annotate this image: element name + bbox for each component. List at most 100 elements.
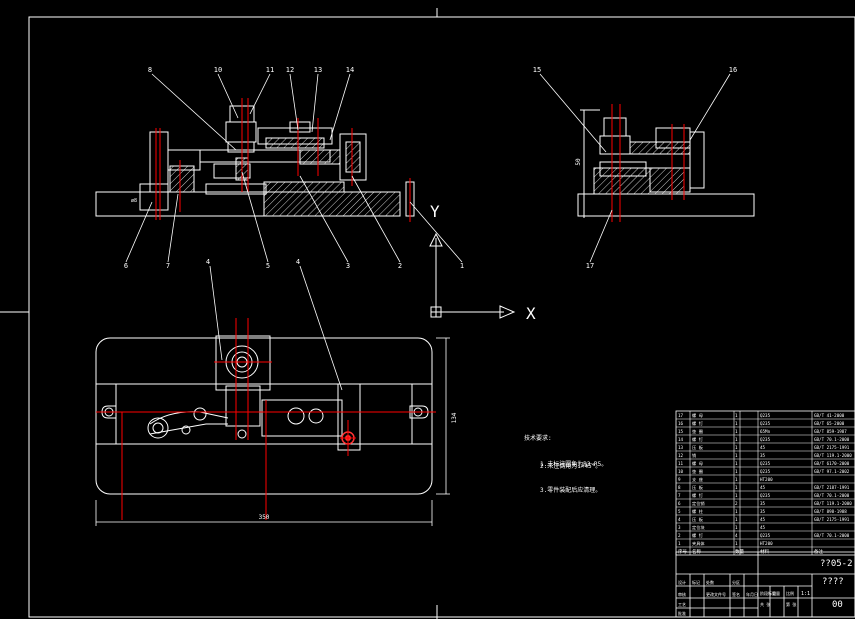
callout-12: 12: [286, 66, 294, 74]
parts-cell-qty: 1: [735, 541, 738, 546]
callout-2: 2: [398, 262, 402, 270]
tb-label-design: 设计: [678, 579, 686, 585]
parts-cell-no: 16: [678, 421, 684, 426]
parts-cell-name: 销: [692, 452, 696, 459]
parts-cell-std: GB/T 119.1-2000: [814, 501, 852, 506]
tb-label-mark: 标记: [692, 579, 700, 585]
plan-view-centerlines: [96, 318, 436, 520]
parts-cell-qty: 1: [735, 453, 738, 458]
parts-cell-std: GB/T 2175-1991: [814, 445, 850, 450]
notes-item-2: 2.未注倒角为1×45°。: [540, 462, 601, 470]
drawing-name: ????: [822, 577, 844, 587]
parts-cell-name: 压 板: [692, 484, 704, 491]
parts-cell-name: 定位块: [692, 524, 705, 531]
parts-cell-std: GB/T 97.1-2002: [814, 469, 850, 474]
parts-cell-no: 5: [678, 509, 681, 514]
callout-1: 1: [460, 262, 464, 270]
parts-cell-no: 15: [678, 429, 684, 434]
parts-cell-name: 螺 母: [692, 460, 703, 467]
tb-label-count: 处数: [706, 579, 714, 585]
notes-item-1: 1.未标注圆角为R3~R5。: [540, 460, 607, 468]
parts-cell-no: 8: [678, 485, 681, 490]
parts-cell-mat: Q235: [760, 493, 771, 498]
parts-cell-mat: Q235: [760, 421, 771, 426]
parts-cell-std: GB/T 859-1987: [814, 429, 847, 434]
axis-labels: X Y: [430, 202, 536, 323]
side-view-callouts: 15 16 17 50: [533, 66, 737, 270]
technical-notes: 技术要求: 1.未标注圆角为R3~R5。 2.未注倒角为1×45°。 3.零件装…: [524, 434, 607, 494]
title-block-text: ??05-2 ???? 1:1 00 设计 审核 工艺 批准 标记 处数 分区 …: [678, 559, 853, 616]
parts-cell-no: 7: [678, 493, 681, 498]
tb-label-page: 第 张: [786, 601, 796, 607]
parts-cell-qty: 1: [735, 437, 738, 442]
tb-label-zone: 分区: [732, 579, 740, 585]
drawing-frame: [0, 8, 855, 619]
side-view-centerlines: [611, 104, 685, 222]
parts-cell-mat: Q235: [760, 413, 771, 418]
parts-cell-name: 螺 钉: [692, 420, 704, 427]
drawing-number: ??05-2: [820, 559, 853, 569]
height-dimension: 134: [451, 412, 458, 423]
tb-label-weight: 重量: [772, 590, 780, 596]
parts-header-no: 序号: [678, 548, 687, 555]
parts-cell-mat: 45: [760, 485, 766, 490]
parts-cell-name: 垫 圈: [692, 468, 703, 475]
parts-cell-no: 10: [678, 469, 684, 474]
parts-cell-qty: 1: [735, 421, 738, 426]
callout-4-left: 4: [206, 258, 210, 266]
parts-cell-no: 4: [678, 517, 681, 522]
parts-cell-qty: 2: [735, 501, 738, 506]
sheet-code: 00: [832, 600, 843, 610]
parts-cell-std: GB/T 70.1-2000: [814, 493, 850, 498]
parts-cell-mat: Q235: [760, 437, 771, 442]
parts-cell-qty: 1: [735, 413, 738, 418]
callout-14: 14: [346, 66, 354, 74]
parts-cell-mat: 35: [760, 509, 766, 514]
parts-cell-no: 9: [678, 477, 681, 482]
parts-cell-qty: 1: [735, 525, 738, 530]
parts-cell-name: 压 板: [692, 516, 704, 523]
parts-cell-no: 17: [678, 413, 684, 418]
front-dimension: ø8: [131, 198, 137, 204]
callout-10: 10: [214, 66, 222, 74]
parts-cell-name: 定位销: [692, 500, 705, 507]
callout-3: 3: [346, 262, 350, 270]
parts-cell-mat: Q235: [760, 469, 771, 474]
tb-label-review: 审核: [678, 591, 686, 597]
parts-header-qty: 数量: [735, 548, 744, 555]
parts-cell-std: GB/T 6170-2000: [814, 461, 850, 466]
parts-cell-qty: 1: [735, 517, 738, 522]
parts-cell-mat: Q235: [760, 461, 771, 466]
drawing-scale: 1:1: [801, 591, 810, 597]
parts-cell-name: 螺 母: [692, 412, 703, 419]
parts-cell-std: GB/T 898-1988: [814, 509, 847, 514]
parts-cell-no: 2: [678, 533, 681, 538]
plan-view-dimensions: [95, 265, 450, 526]
width-dimension: 350: [259, 514, 270, 521]
parts-cell-qty: 1: [735, 477, 738, 482]
parts-cell-qty: 4: [735, 533, 738, 538]
parts-cell-name: 螺 柱: [692, 508, 704, 515]
notes-heading: 技术要求:: [524, 434, 552, 442]
title-block: [675, 551, 855, 618]
parts-header-mat: 材料: [760, 548, 769, 555]
parts-header-name: 名称: [692, 548, 701, 555]
ucs-icon: [429, 232, 516, 319]
parts-cell-no: 13: [678, 445, 684, 450]
parts-cell-mat: 45: [760, 445, 766, 450]
parts-cell-mat: 65Mn: [760, 429, 771, 434]
parts-cell-mat: Q235: [760, 533, 771, 538]
parts-cell-no: 12: [678, 453, 684, 458]
callout-4-right: 4: [296, 258, 300, 266]
front-view: [95, 105, 415, 217]
parts-cell-std: GB/T 70.1-2000: [814, 533, 850, 538]
tb-label-date: 年月日: [746, 591, 758, 597]
parts-cell-name: 垫 圈: [692, 428, 703, 435]
parts-cell-no: 14: [678, 437, 684, 442]
parts-cell-std: GB/T 70.1-2000: [814, 437, 850, 442]
axis-y-label: Y: [430, 202, 440, 221]
parts-cell-name: 夹具体: [692, 540, 705, 547]
tb-label-ratio: 比例: [786, 590, 794, 596]
parts-cell-mat: HT200: [760, 541, 773, 546]
